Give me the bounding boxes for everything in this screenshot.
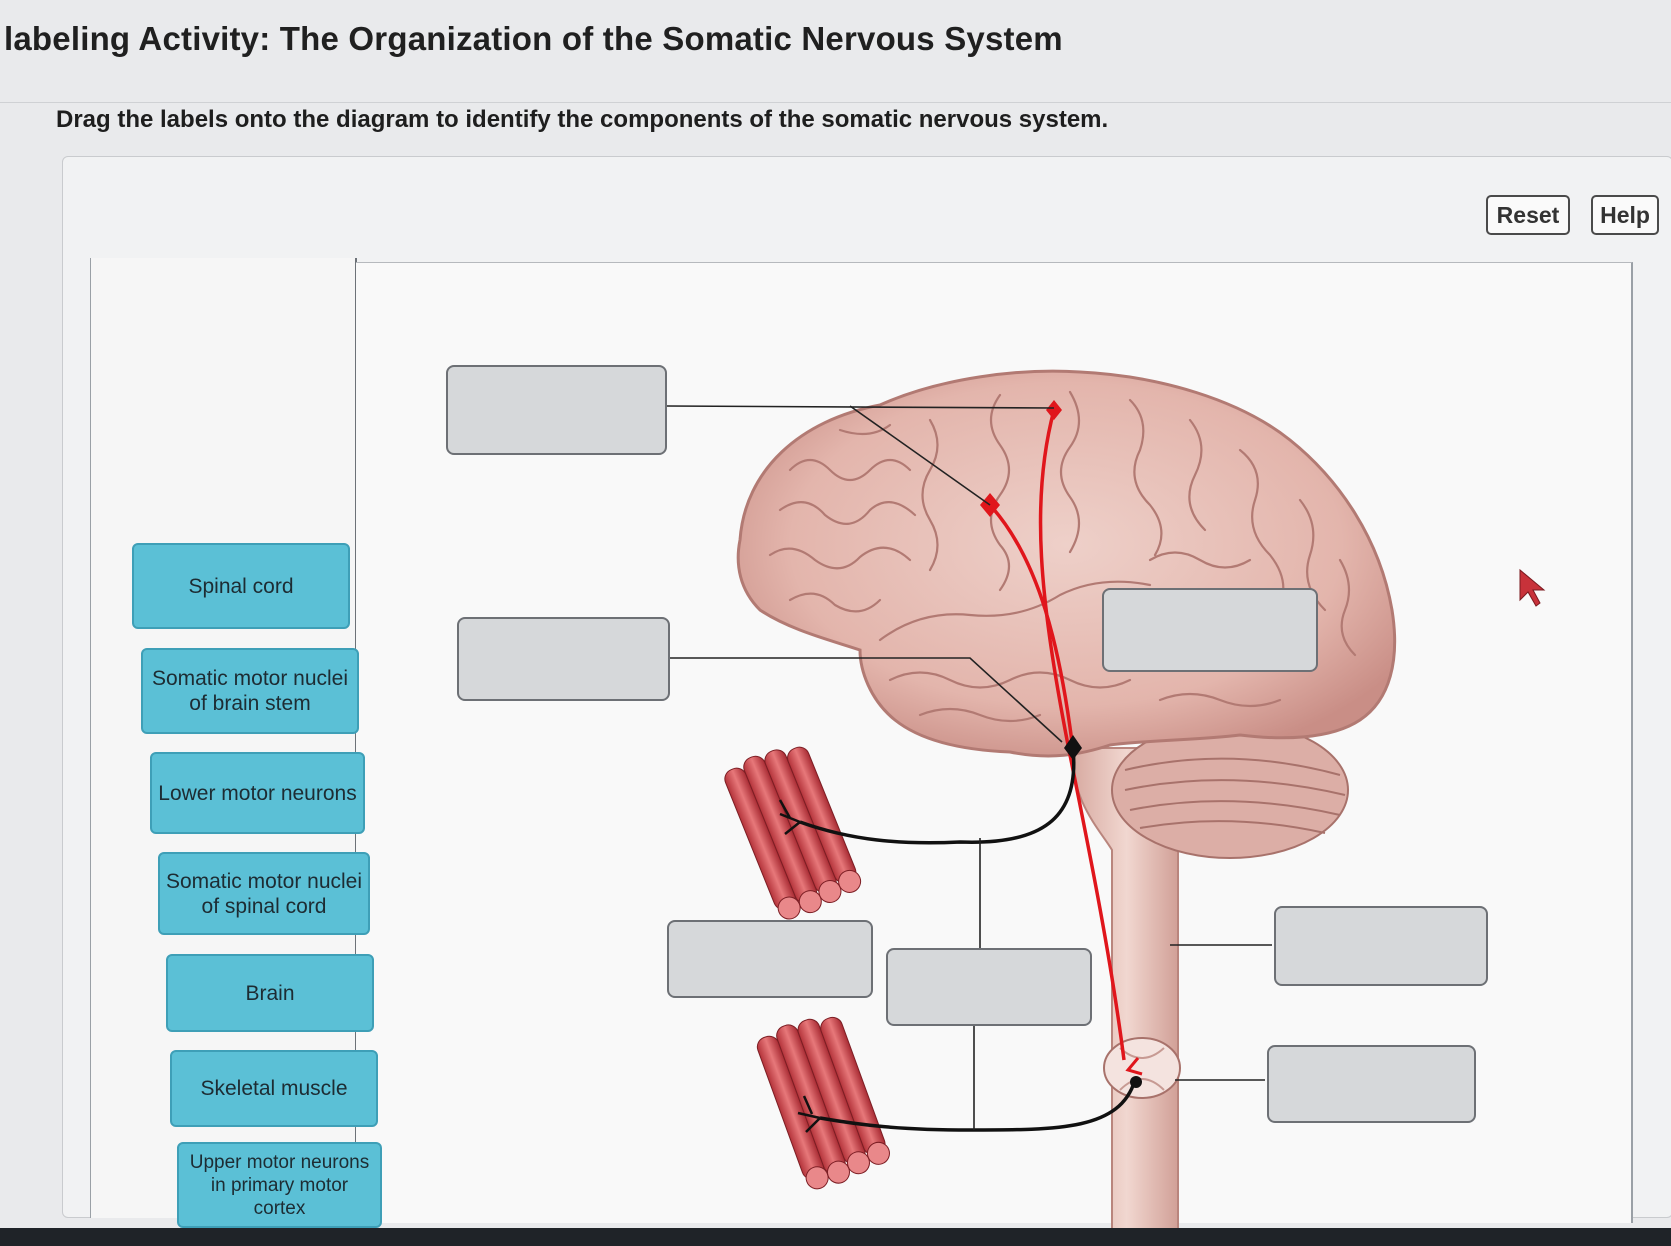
label-somatic-motor-nuclei-brain-stem[interactable]: Somatic motor nuclei of brain stem (141, 648, 359, 734)
reset-button[interactable]: Reset (1486, 195, 1570, 235)
drop-target-lower-center[interactable] (886, 948, 1092, 1026)
label-brain[interactable]: Brain (166, 954, 374, 1032)
label-lower-motor-neurons[interactable]: Lower motor neurons (150, 752, 365, 834)
label-spinal-cord[interactable]: Spinal cord (132, 543, 350, 629)
drop-target-middle-left[interactable] (457, 617, 670, 701)
drop-target-lower-left[interactable] (667, 920, 873, 998)
drop-target-segment-right[interactable] (1267, 1045, 1476, 1123)
label-upper-motor-neurons[interactable]: Upper motor neurons in primary motor cor… (177, 1142, 382, 1228)
screen-bezel (0, 1228, 1671, 1246)
title-divider (0, 102, 1671, 103)
drop-target-cord-right[interactable] (1274, 906, 1488, 986)
drop-target-brain-right[interactable] (1102, 588, 1318, 672)
page-title: labeling Activity: The Organization of t… (4, 20, 1063, 57)
instructions-text: Drag the labels onto the diagram to iden… (56, 106, 1109, 133)
label-somatic-motor-nuclei-spinal-cord[interactable]: Somatic motor nuclei of spinal cord (158, 852, 370, 935)
drop-target-upper-left[interactable] (446, 365, 667, 455)
help-button[interactable]: Help (1591, 195, 1659, 235)
label-skeletal-muscle[interactable]: Skeletal muscle (170, 1050, 378, 1127)
